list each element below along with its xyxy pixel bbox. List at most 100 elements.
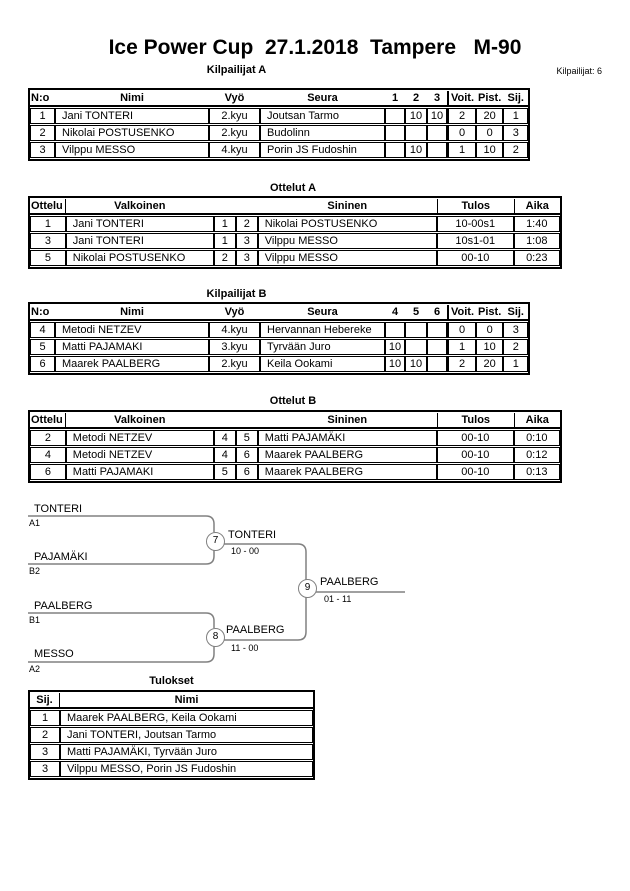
bracket-winner-name: PAALBERG	[226, 624, 285, 636]
cell-name: Matti PAJAMÄKI, Tyrvään Juro	[60, 744, 313, 760]
cell-place: 3	[30, 761, 60, 777]
cell-points: 10	[476, 142, 504, 158]
cell-wins: 2	[447, 356, 477, 372]
match-row: 5 Nikolai POSTUSENKO 2 3 Vilppu MESSO 00…	[30, 250, 560, 266]
col-header-no: N:o	[30, 91, 55, 107]
col-header-ottelu: Ottelu	[30, 413, 66, 429]
bracket-seed-label: B2	[29, 566, 41, 576]
result-row: 3 Matti PAJAMÄKI, Tyrvään Juro	[30, 744, 313, 760]
cell-white-no: 1	[213, 216, 236, 232]
cell-place: 3	[503, 322, 529, 338]
cell-time: 0:23	[513, 250, 560, 266]
col-header-valkoinen: Valkoinen	[65, 199, 214, 215]
cell-score-5	[405, 322, 427, 338]
matches-b-header-row: Ottelu Valkoinen Sininen Tulos Aika	[30, 413, 560, 429]
col-header-spacer	[235, 413, 258, 429]
table-row: 2 Nikolai POSTUSENKO 2.kyu Budolinn 0 0 …	[30, 125, 529, 141]
bracket-score: 10 - 00	[231, 546, 260, 556]
col-header-4: 4	[385, 305, 405, 321]
results-table: Sij. Nimi 1 Maarek PAALBERG, Keila Ookam…	[28, 690, 315, 780]
table-row: 1 Jani TONTERI 2.kyu Joutsan Tarmo 10 10…	[30, 108, 529, 124]
cell-time: 1:40	[513, 216, 560, 232]
col-header-vyo: Vyö	[209, 305, 260, 321]
matches-a-table: Ottelu Valkoinen Sininen Tulos Aika 1 Ja…	[28, 196, 562, 269]
cell-white-no: 2	[213, 250, 236, 266]
cell-points: 0	[476, 125, 504, 141]
match-row: 1 Jani TONTERI 1 2 Nikolai POSTUSENKO 10…	[30, 216, 560, 232]
cell-white-no: 4	[213, 430, 236, 446]
cell-place: 2	[30, 727, 60, 743]
cell-no: 5	[30, 339, 55, 355]
table-row: 5 Matti PAJAMAKI 3.kyu Tyrvään Juro 10 1…	[30, 339, 529, 355]
cell-result: 10-00s1	[436, 216, 514, 232]
bracket-slot-name: PAALBERG	[34, 600, 93, 612]
bracket-line-semi1-winner	[222, 543, 307, 580]
cell-wins: 0	[447, 322, 477, 338]
cell-place: 1	[503, 108, 529, 124]
col-header-nimi: Nimi	[55, 91, 209, 107]
cell-match-no: 5	[30, 250, 66, 266]
cell-name: Jani TONTERI	[55, 108, 209, 124]
cell-white-name: Nikolai POSTUSENKO	[65, 250, 214, 266]
bracket-slot-name: TONTERI	[34, 503, 83, 515]
col-header-aika: Aika	[513, 199, 560, 215]
col-header-tulos: Tulos	[436, 413, 514, 429]
bracket-match-circle-8: 8	[206, 628, 225, 647]
bracket-winner-name: TONTERI	[228, 529, 277, 541]
col-header-sininen: Sininen	[257, 199, 437, 215]
cell-club: Porin JS Fudoshin	[260, 142, 385, 158]
bracket-slot-name: MESSO	[34, 648, 74, 660]
pool-a-table: N:o Nimi Vyö Seura 1 2 3 Voit. Pist. Sij…	[28, 88, 531, 161]
cell-no: 1	[30, 108, 55, 124]
cell-white-name: Metodi NETZEV	[65, 430, 214, 446]
cell-white-name: Matti PAJAMAKI	[65, 464, 214, 480]
cell-score-3	[427, 142, 447, 158]
cell-belt: 2.kyu	[209, 356, 260, 372]
cell-blue-name: Vilppu MESSO	[257, 233, 437, 249]
cell-score-6	[427, 356, 447, 372]
cell-white-name: Jani TONTERI	[65, 233, 214, 249]
cell-white-no: 4	[213, 447, 236, 463]
bracket-line-a1	[28, 515, 215, 532]
cell-wins: 0	[447, 125, 477, 141]
cell-no: 2	[30, 125, 55, 141]
bracket-line-a2	[28, 646, 215, 663]
col-header-spacer	[213, 199, 236, 215]
pool-a-heading: Kilpailijat A	[206, 64, 267, 76]
cell-match-no: 1	[30, 216, 66, 232]
col-header-5: 5	[405, 305, 427, 321]
page-title: Ice Power Cup 27.1.2018 Tampere M-90	[108, 36, 522, 59]
col-header-ottelu: Ottelu	[30, 199, 66, 215]
match-row: 6 Matti PAJAMAKI 5 6 Maarek PAALBERG 00-…	[30, 464, 560, 480]
result-row: 2 Jani TONTERI, Joutsan Tarmo	[30, 727, 313, 743]
cell-score-1	[385, 125, 405, 141]
result-row: 1 Maarek PAALBERG, Keila Ookami	[30, 710, 313, 726]
pool-b-heading: Kilpailijat B	[206, 288, 267, 300]
cell-match-no: 3	[30, 233, 66, 249]
matches-a-header-row: Ottelu Valkoinen Sininen Tulos Aika	[30, 199, 560, 215]
col-header-1: 1	[385, 91, 405, 107]
col-header-2: 2	[405, 91, 427, 107]
cell-score-4: 10	[385, 339, 405, 355]
cell-place: 3	[503, 125, 529, 141]
cell-time: 0:12	[513, 447, 560, 463]
cell-blue-no: 3	[235, 250, 258, 266]
bracket-score: 11 - 00	[231, 643, 259, 653]
match-row: 3 Jani TONTERI 1 3 Vilppu MESSO 10s1-01 …	[30, 233, 560, 249]
cell-score-2: 10	[405, 108, 427, 124]
cell-place: 2	[503, 339, 529, 355]
cell-blue-no: 5	[235, 430, 258, 446]
cell-place: 3	[30, 744, 60, 760]
cell-score-1	[385, 108, 405, 124]
cell-score-3	[427, 125, 447, 141]
cell-name: Maarek PAALBERG	[55, 356, 209, 372]
cell-name: Matti PAJAMAKI	[55, 339, 209, 355]
competitor-count: Kilpailijat: 6	[556, 66, 602, 76]
bracket-seed-label: B1	[29, 615, 41, 625]
col-header-seura: Seura	[260, 305, 385, 321]
col-header-spacer	[235, 199, 258, 215]
col-header-voit: Voit.	[447, 91, 477, 107]
cell-points: 20	[476, 108, 504, 124]
cell-no: 4	[30, 322, 55, 338]
col-header-sij: Sij.	[503, 305, 529, 321]
